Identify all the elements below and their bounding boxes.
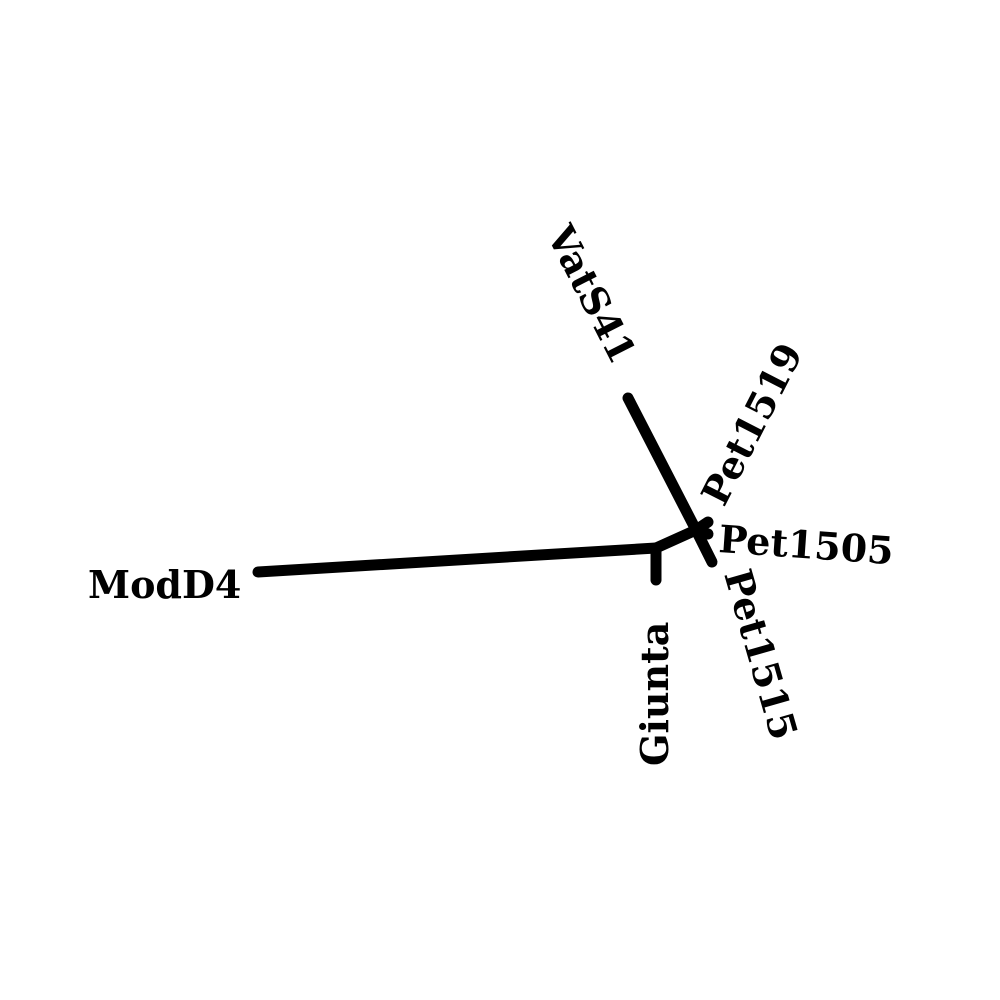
leaf-label-pet1519: Pet1519 [692, 336, 812, 512]
leaf-label-giunta: Giunta [632, 622, 677, 766]
branch-vats41 [622, 392, 702, 536]
leaf-label-modd4: ModD4 [88, 562, 241, 607]
leaf-label-pet1515: Pet1515 [715, 564, 807, 745]
leaf-label-pet1505: Pet1505 [717, 516, 895, 573]
branch-pet1515 [690, 524, 718, 568]
leaf-label-vats41: VatS41 [538, 217, 646, 371]
branch-modd4 [252, 542, 662, 578]
branch-internal [650, 524, 702, 554]
